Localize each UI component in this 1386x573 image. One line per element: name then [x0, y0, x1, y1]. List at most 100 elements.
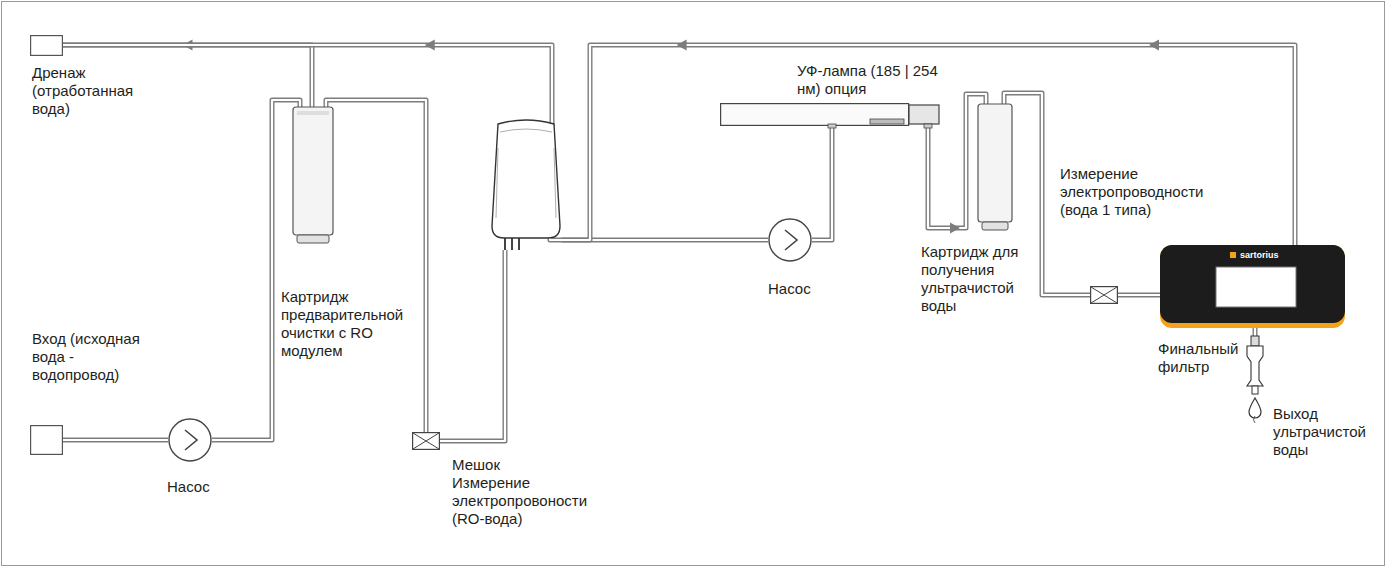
logo-mark	[1230, 252, 1236, 258]
ultrapure-cartridge-shape	[960, 90, 1030, 235]
node-label: Насос	[167, 478, 237, 496]
sensor-cross	[413, 433, 439, 449]
device-screen	[1216, 267, 1296, 307]
lamp-bracket	[870, 119, 904, 124]
flow-arrowhead	[425, 40, 435, 51]
pipe-core	[928, 126, 960, 228]
cartridge-cap	[982, 222, 1008, 230]
pipe-connector	[1255, 328, 1256, 336]
cartridge-band	[297, 111, 329, 115]
drop-mark	[1254, 416, 1256, 423]
pump-chevron	[785, 230, 797, 250]
pipe-connector	[63, 40, 552, 119]
flow-arrowhead	[677, 40, 687, 51]
sensor-box	[1091, 287, 1118, 304]
pipe-outline	[212, 100, 285, 440]
node-label: Дренаж (отработанная вода)	[32, 64, 150, 118]
ultrapure-cartridge: Картридж для получения ультрачистой воды	[960, 90, 1030, 235]
lamp-cap	[909, 105, 939, 124]
ro-cartridge-shape	[285, 95, 340, 245]
flow-arrowhead	[950, 223, 960, 234]
lamp-port	[924, 124, 932, 128]
pump-chevron	[185, 430, 197, 450]
ro-cartridge: Картридж предварительной очистки с RO мо…	[285, 95, 340, 245]
bag-folds	[496, 129, 556, 218]
pipe-connector	[562, 240, 768, 241]
pipe-connector	[212, 100, 285, 440]
node-label: Мешок	[452, 456, 532, 474]
uv-lamp-shape	[720, 103, 940, 126]
device-accent	[1160, 245, 1345, 328]
brand-logo: sartorius	[1240, 250, 1279, 260]
drain-port-shape	[30, 35, 63, 56]
pipe-outline	[812, 126, 832, 240]
filter-outlet	[1252, 386, 1258, 394]
pipe-outline	[340, 100, 426, 432]
filter-body	[1247, 346, 1263, 386]
pipe-outline	[1253, 328, 1258, 336]
pipe-core	[812, 126, 832, 240]
pump: Насос	[168, 418, 212, 462]
node-label: Измерение электропровоности (RO-вода)	[452, 474, 612, 528]
conductivity-sensor-shape	[412, 432, 440, 450]
pipe-core	[1254, 328, 1256, 336]
cartridge-cap	[297, 235, 329, 243]
storage-bag-shape	[490, 118, 562, 250]
purifier-unit: sartorius	[1160, 245, 1345, 328]
port-box	[31, 426, 63, 455]
pipe-connector	[928, 126, 960, 234]
node-label: Насос	[768, 280, 838, 298]
lamp-tube	[721, 104, 909, 126]
bag-outline	[492, 120, 560, 238]
device-body	[1160, 245, 1345, 323]
pump-circle	[769, 219, 811, 261]
drain-port: Дренаж (отработанная вода)	[30, 35, 63, 56]
pipe-core	[1118, 294, 1160, 296]
pipe-core	[63, 439, 168, 441]
pipe-outline	[63, 438, 168, 443]
pump-shape	[168, 418, 212, 462]
port-box	[31, 36, 63, 56]
pump: Насос	[768, 218, 812, 262]
conductivity-sensor-shape	[1090, 286, 1118, 304]
pipe-core	[440, 250, 505, 441]
node-label: Картридж предварительной очистки с RO мо…	[281, 288, 413, 360]
node-label: УФ-лампа (185 | 254 нм) опция	[797, 62, 939, 98]
final-filter-shape	[1244, 336, 1266, 395]
sensor-box	[413, 433, 440, 450]
pipe-outline	[562, 238, 768, 243]
node-label: Финальный фильтр	[1158, 340, 1242, 376]
water-drop	[1249, 398, 1261, 418]
pipe-connector	[812, 126, 832, 240]
cartridge-body	[978, 104, 1012, 222]
node-label: Измерение электропроводности (вода 1 тип…	[1060, 165, 1225, 219]
inlet-port: Вход (исходная вода - водопровод)	[30, 425, 63, 455]
bag-ports	[505, 238, 519, 250]
pipe-connector	[562, 40, 1295, 246]
node-label: Картридж для получения ультрачистой воды	[921, 243, 1033, 315]
pipe-core	[340, 100, 426, 432]
storage-bag: Мешок	[490, 118, 562, 250]
uv-lamp: УФ-лампа (185 | 254 нм) опция	[720, 103, 940, 126]
pipe-outline	[562, 45, 1295, 245]
pipe-core	[562, 45, 1295, 245]
final-filter: Финальный фильтр	[1244, 336, 1266, 395]
pipe-connector	[440, 250, 505, 441]
pump-shape	[768, 218, 812, 262]
pump-circle	[169, 419, 211, 461]
conductivity-sensor: Измерение электропроводности (вода 1 тип…	[1090, 286, 1118, 304]
lamp-port	[828, 124, 836, 128]
pipe-outline	[928, 126, 960, 228]
inlet-port-shape	[30, 425, 63, 455]
sensor-cross	[1091, 287, 1117, 303]
flow-arrowhead	[1149, 40, 1159, 51]
pipe-outline	[1118, 293, 1160, 298]
conductivity-sensor: Измерение электропровоности (RO-вода)	[412, 432, 440, 450]
pipe-core	[212, 100, 285, 440]
pipe-connector	[63, 440, 168, 441]
node-label: Вход (исходная вода - водопровод)	[32, 330, 150, 384]
outlet-label: Выход ультрачистой воды	[1273, 405, 1385, 459]
cartridge-body	[293, 107, 333, 235]
